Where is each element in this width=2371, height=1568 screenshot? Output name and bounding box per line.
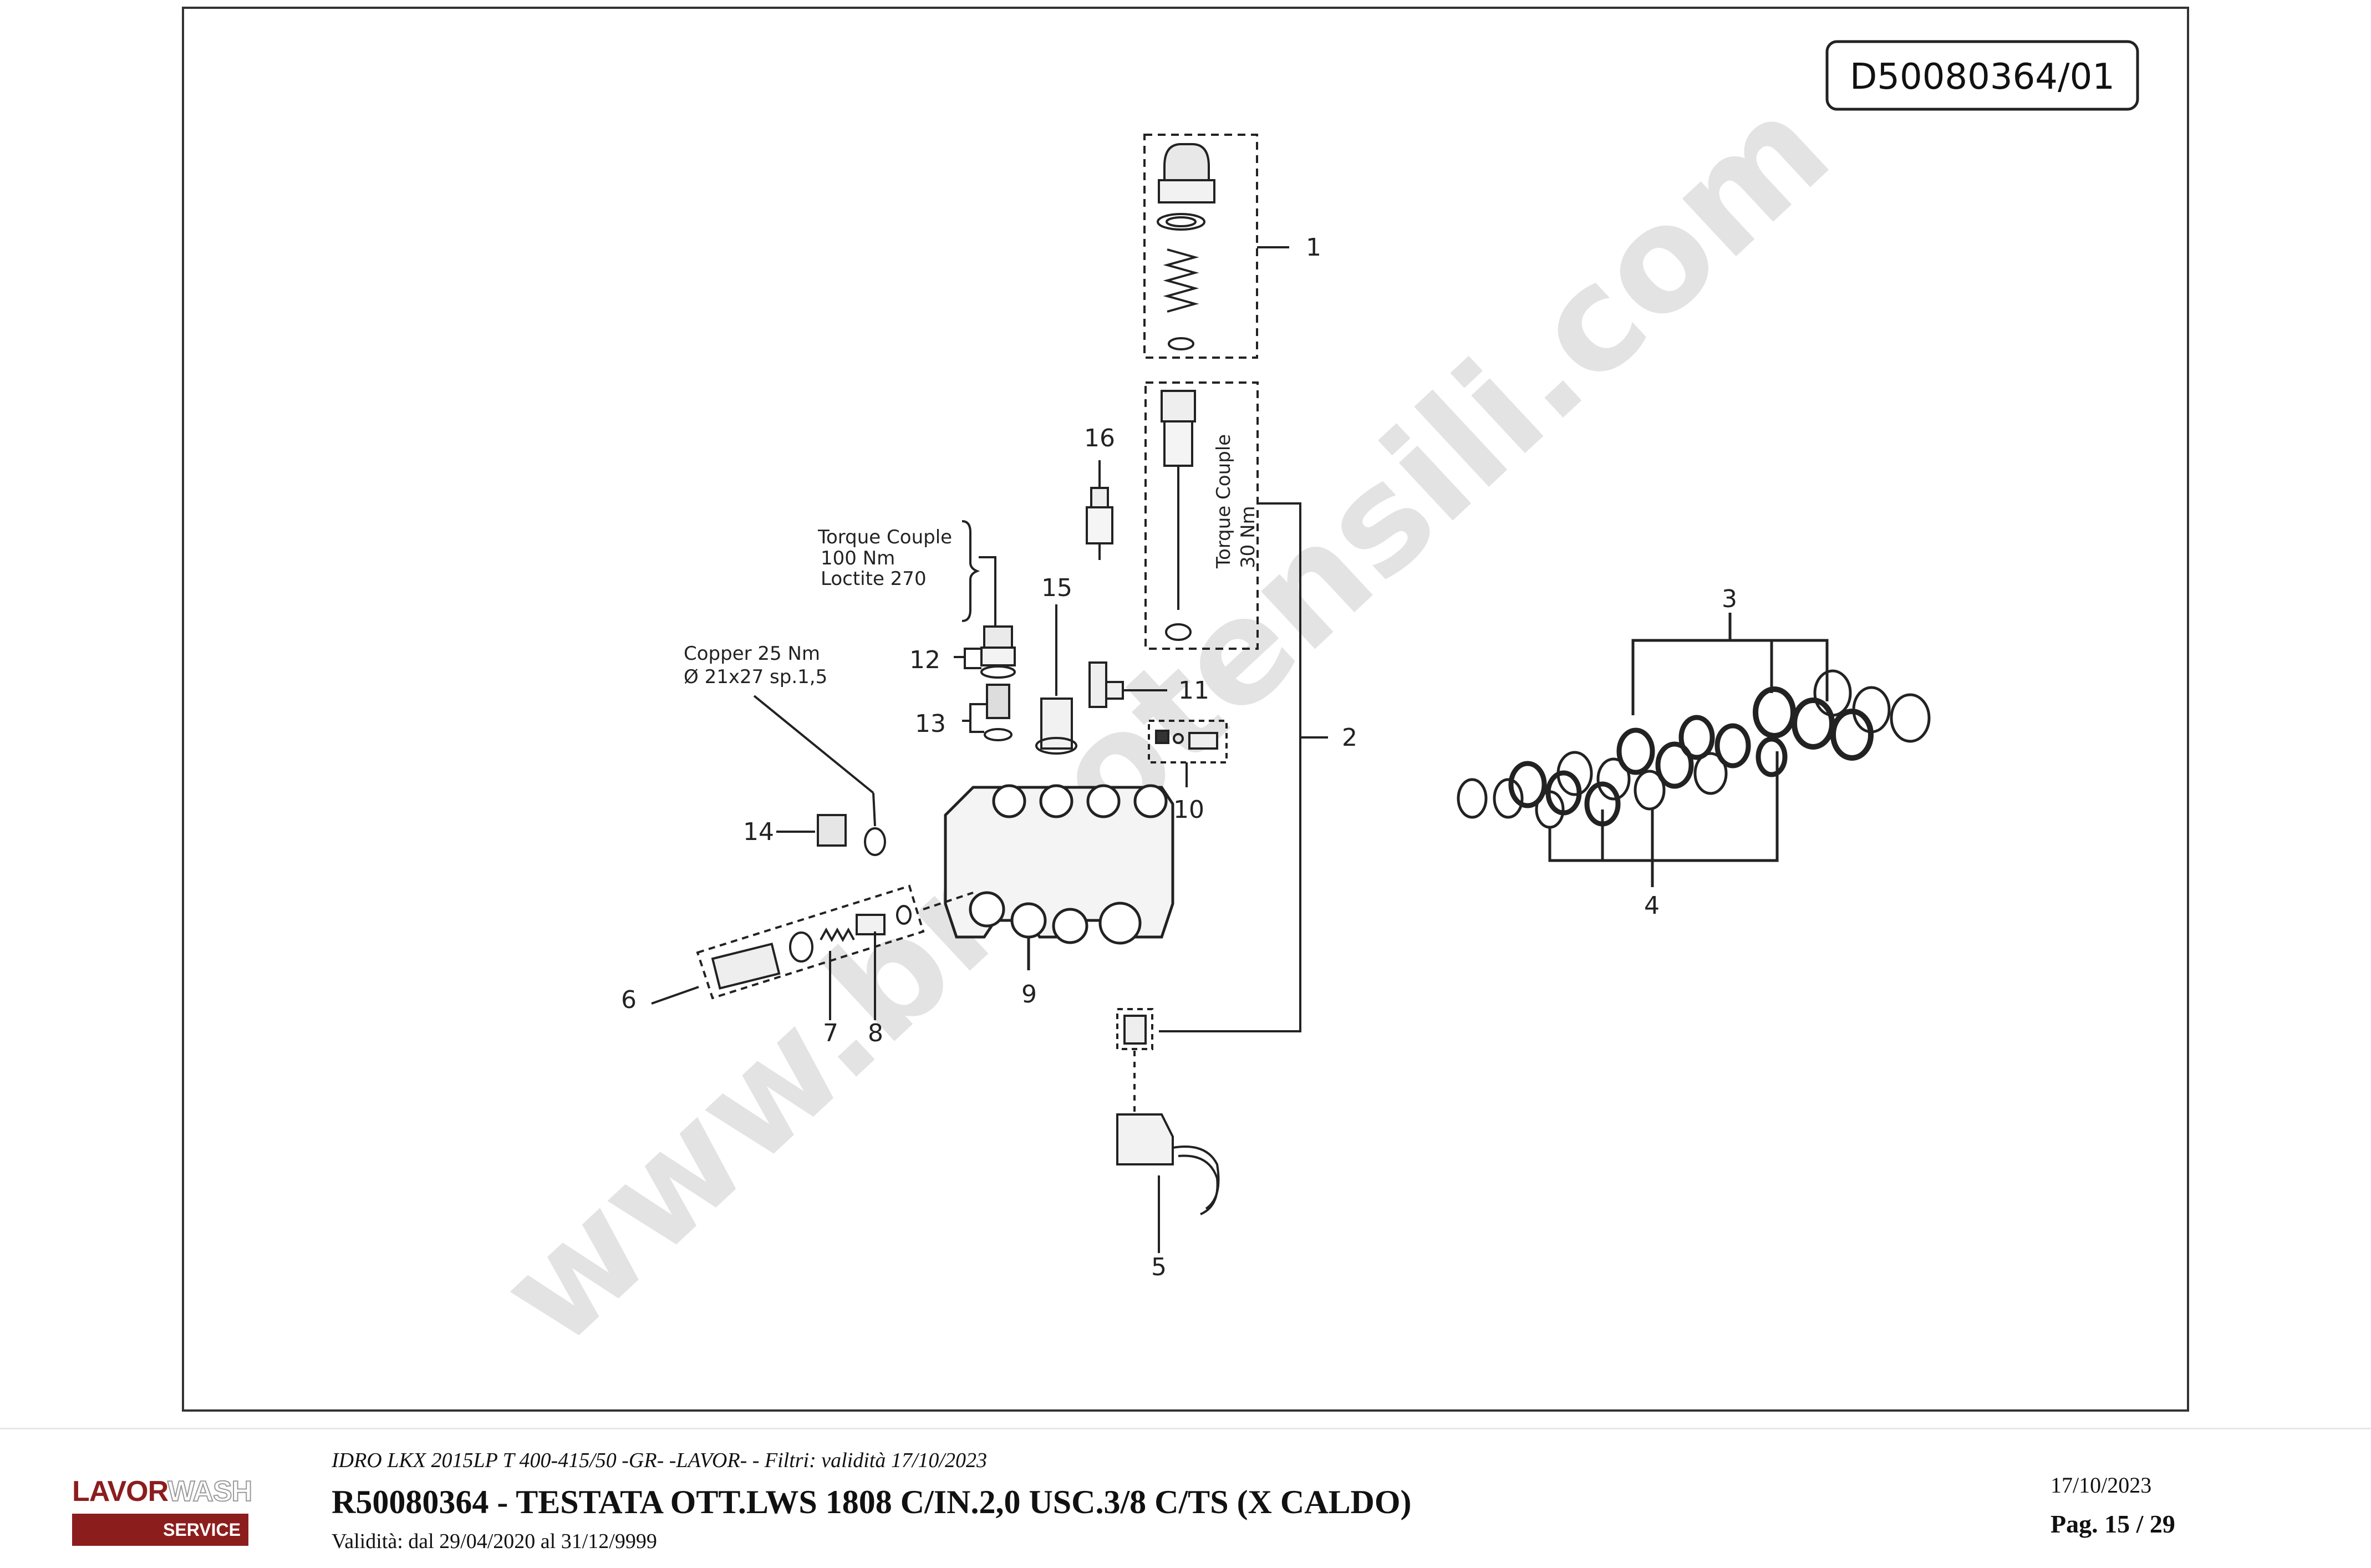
leader-lines xyxy=(954,520,987,733)
torque-note-100: Torque Couple 100 Nm Loctite 270 xyxy=(817,526,952,590)
part-group-2 xyxy=(1144,381,1328,1032)
callout-10: 10 xyxy=(1173,796,1204,824)
callout-16: 16 xyxy=(1084,424,1115,452)
callout-11: 11 xyxy=(1178,676,1209,705)
document-title: R50080364 - TESTATA OTT.LWS 1808 C/IN.2,… xyxy=(332,1484,1412,1520)
fittings xyxy=(979,556,1228,787)
torque-note-line2: 100 Nm xyxy=(821,547,895,569)
logo-brand-a: LAVOR xyxy=(72,1475,168,1508)
drawing-frame xyxy=(182,7,2189,1412)
torque-note-line3: Loctite 270 xyxy=(821,568,927,590)
callout-15: 15 xyxy=(1041,574,1072,602)
callout-13: 13 xyxy=(915,710,946,738)
callout-7: 7 xyxy=(823,1019,838,1047)
print-date: 17/10/2023 xyxy=(2051,1473,2152,1498)
pump-head-body xyxy=(944,784,1174,970)
callout-9: 9 xyxy=(1021,980,1037,1009)
seal-kit-group xyxy=(1457,613,1931,887)
torque-note-line1: Torque Couple xyxy=(817,526,952,548)
page-number: Pag. 15 / 29 xyxy=(2051,1510,2175,1538)
torque-note-30: Torque Couple 30 Nm xyxy=(1213,434,1259,569)
part-group-1 xyxy=(1143,134,1289,359)
callout-12: 12 xyxy=(909,646,940,674)
lavorwash-logo: LAVORWASH SERVICE xyxy=(72,1475,253,1547)
drawing-code: D50080364/01 xyxy=(1850,57,2115,98)
torque-note-30-line1: Torque Couple xyxy=(1213,434,1235,569)
callout-1: 1 xyxy=(1306,233,1321,262)
validity-line: Validità: dal 29/04/2020 al 31/12/9999 xyxy=(332,1530,657,1553)
filter-line: IDRO LKX 2015LP T 400-415/50 -GR- -LAVOR… xyxy=(332,1449,987,1472)
part-group-6-7-8 xyxy=(651,884,974,1020)
footer-divider xyxy=(0,1428,2371,1429)
part-5-switch xyxy=(1116,1008,1220,1253)
part-16 xyxy=(1086,460,1113,560)
callout-2: 2 xyxy=(1342,724,1357,752)
callout-8: 8 xyxy=(868,1019,883,1047)
drawing-code-box: D50080364/01 xyxy=(1825,40,2139,111)
callout-14: 14 xyxy=(743,818,774,846)
callout-6: 6 xyxy=(621,986,637,1014)
torque-note-30-line2: 30 Nm xyxy=(1237,506,1259,568)
callout-4: 4 xyxy=(1644,892,1660,920)
callout-3: 3 xyxy=(1722,585,1737,613)
part-14 xyxy=(753,695,886,856)
exploded-view-drawing: D50080364/01 www.bricotensili.com xyxy=(182,7,2189,1412)
callout-5: 5 xyxy=(1151,1253,1167,1281)
callout-labels: 1 2 3 4 5 6 7 8 9 10 11 12 13 14 15 16 xyxy=(621,233,1737,1281)
copper-note: Copper 25 Nm Ø 21x27 sp.1,5 xyxy=(684,643,827,688)
watermark: www.bricotensili.com xyxy=(469,65,1860,1378)
logo-brand-b: WASH xyxy=(167,1475,253,1508)
copper-note-line1: Copper 25 Nm xyxy=(684,643,820,665)
logo-sub: SERVICE xyxy=(72,1514,248,1546)
copper-note-line2: Ø 21x27 sp.1,5 xyxy=(684,666,827,688)
